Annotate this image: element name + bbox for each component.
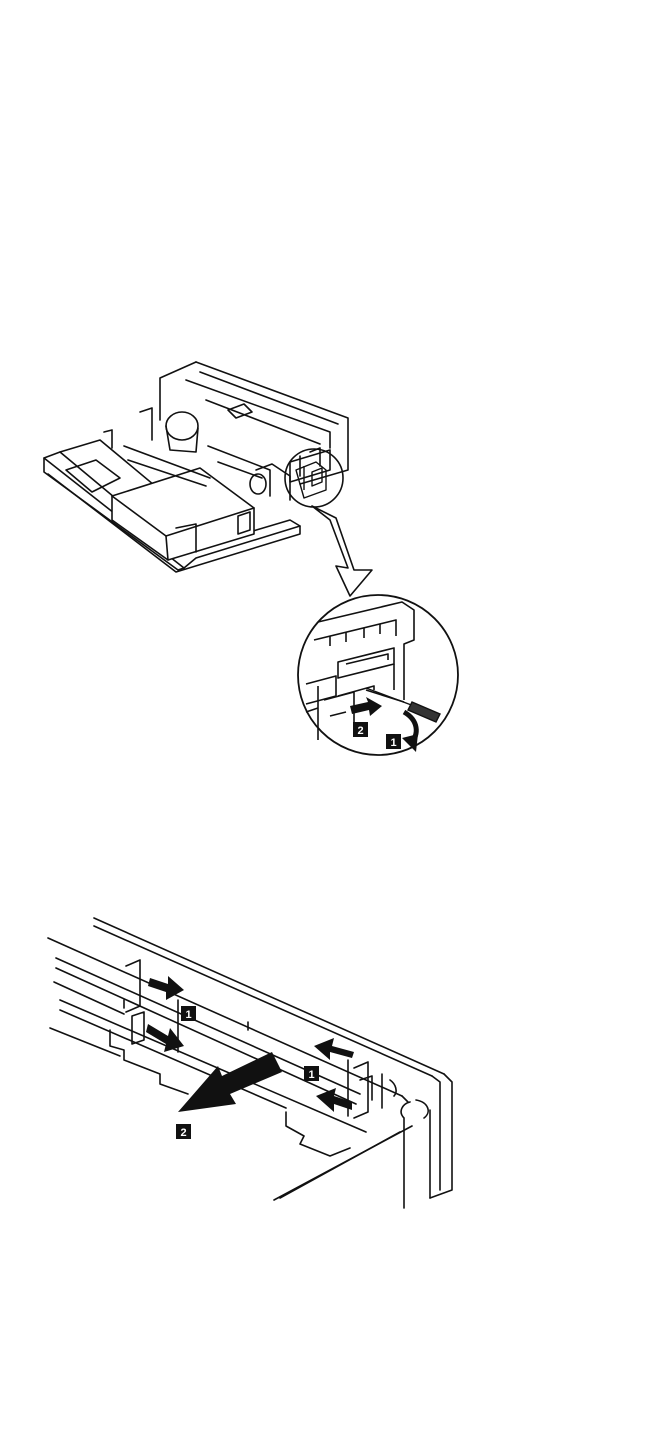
latch-detail-view <box>298 595 458 755</box>
callout-label: 1 <box>390 737 396 749</box>
callout-label: 1 <box>308 1069 314 1081</box>
callout-step-1: 1 <box>386 734 401 749</box>
callout-step-1-left: 1 <box>181 1006 196 1021</box>
callout-label: 1 <box>185 1009 191 1021</box>
bezel-pull-arrow <box>178 1052 282 1112</box>
zoom-source-circle <box>285 449 343 507</box>
zoom-arrow <box>312 506 372 596</box>
callout-step-2: 2 <box>176 1124 191 1139</box>
callout-step-1-right: 1 <box>304 1066 319 1081</box>
callout-step-2: 2 <box>353 722 368 737</box>
callout-label: 2 <box>357 725 363 737</box>
callout-label: 2 <box>180 1127 186 1139</box>
